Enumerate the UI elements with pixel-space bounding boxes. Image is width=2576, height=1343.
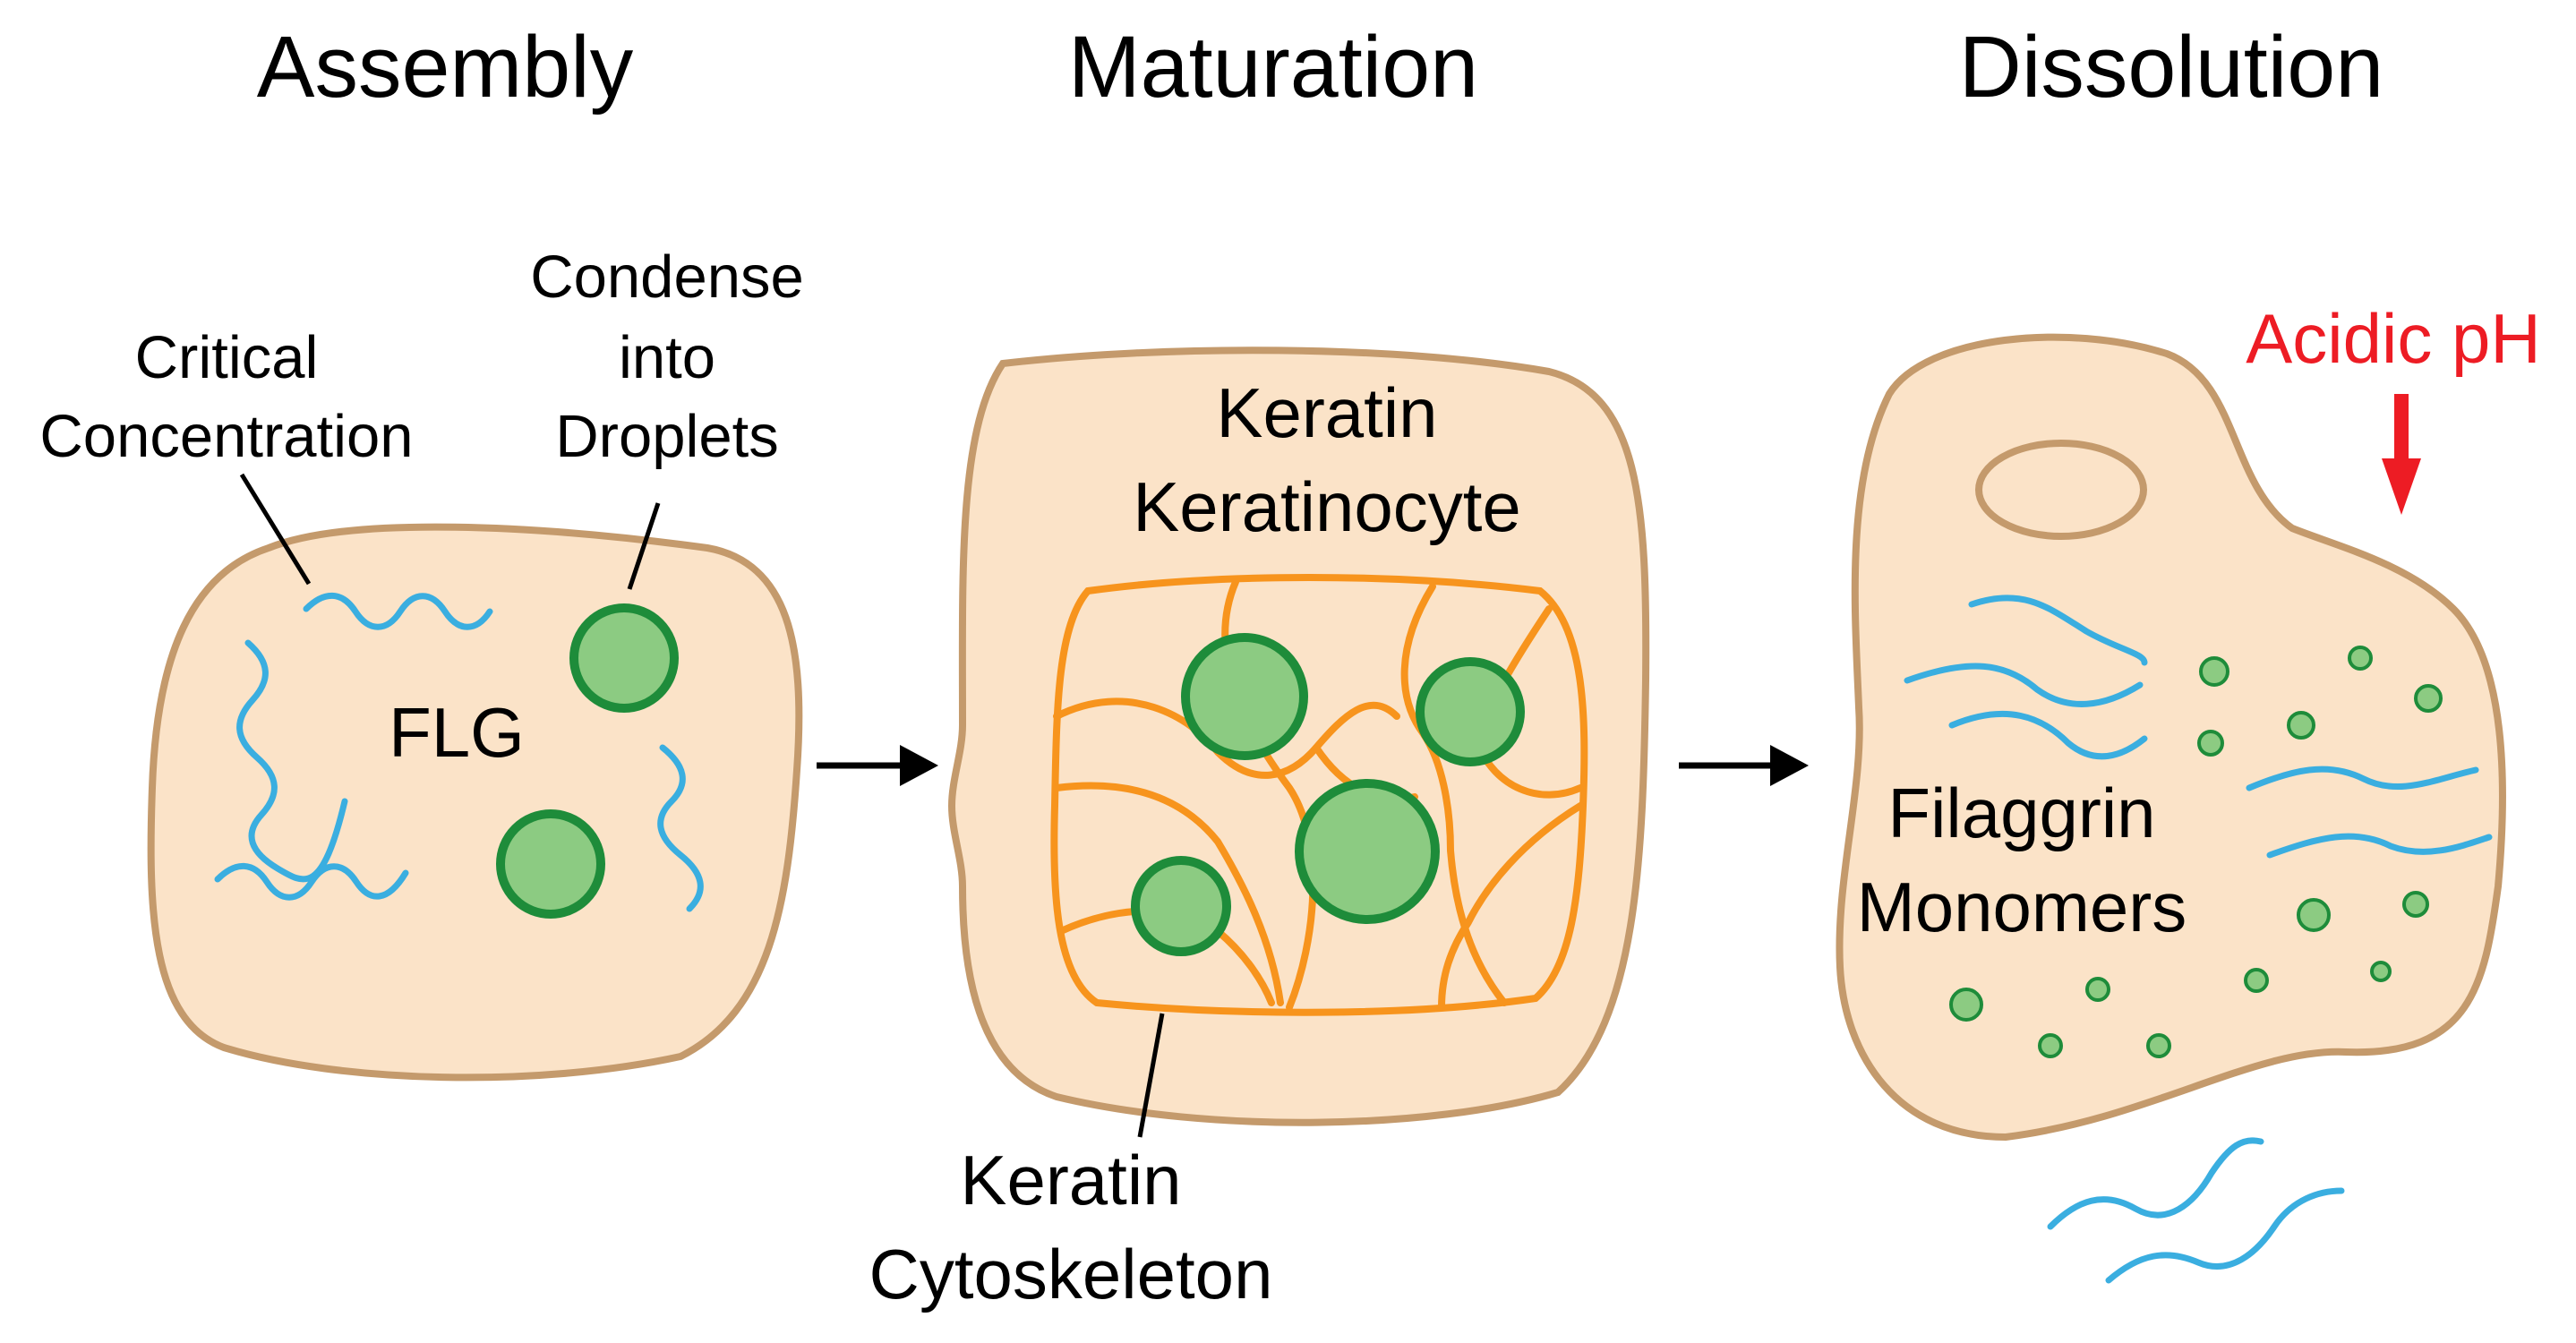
filaggrin-monomer-dot	[2402, 891, 2429, 918]
filaggrin-droplet	[1295, 779, 1440, 924]
critical-concentration-leader	[239, 473, 312, 586]
filaggrin-monomers-label: Filaggrin	[1887, 774, 2155, 852]
condense-into-droplets-label: into	[619, 324, 715, 391]
filaggrin-monomer-dot	[2197, 730, 2224, 757]
filaggrin-monomer-strand	[2246, 766, 2479, 791]
filaggrin-droplet	[1181, 633, 1308, 760]
filaggrin-droplet	[569, 603, 679, 713]
keratin-keratinocyte-label: Keratin	[1216, 373, 1437, 452]
filaggrin-strand	[236, 639, 348, 883]
filaggrin-monomer-strand	[1904, 663, 2144, 707]
filaggrin-strand	[657, 744, 704, 912]
stage-arrow	[817, 745, 938, 786]
filaggrin-monomer-dot	[2370, 961, 2392, 982]
filaggrin-strand	[214, 862, 409, 901]
critical-concentration-label: Critical	[135, 324, 319, 391]
filaggrin-strand	[303, 592, 493, 630]
stage-title-assembly: Assembly	[257, 18, 634, 115]
filaggrin-droplet	[1416, 657, 1525, 766]
keratin-filament	[1438, 802, 1584, 1011]
condense-into-droplets-label: Droplets	[555, 403, 778, 470]
filaggrin-monomer-strand	[1968, 595, 2148, 666]
filaggrin-monomer-dot	[1949, 988, 1983, 1022]
acidic-ph-label: Acidic pH	[2246, 299, 2540, 378]
stage-title-dissolution: Dissolution	[1959, 18, 2383, 115]
filaggrin-monomer-dot	[2146, 1033, 2171, 1058]
assembly-cell	[147, 523, 803, 1082]
keratin-cytoskeleton-leader	[1137, 1013, 1165, 1138]
assembly-stage: FLG Critical Concentration Condense into…	[39, 244, 804, 1082]
filaggrin-monomer-dot	[2085, 977, 2110, 1002]
filaggrin-monomer-dot	[2244, 968, 2269, 993]
acidic-ph-arrow	[2382, 394, 2421, 515]
released-monomer-strand	[2105, 1187, 2345, 1284]
keratin-cytoskeleton-label: Cytoskeleton	[869, 1235, 1273, 1313]
critical-concentration-label: Concentration	[39, 403, 413, 470]
filaggrin-monomer-dot	[2287, 711, 2315, 740]
released-monomer-strand	[2047, 1137, 2264, 1230]
keratin-filament	[1400, 583, 1508, 1006]
keratin-filament	[1053, 782, 1284, 1006]
filaggrin-monomer-dot	[2348, 646, 2373, 671]
filaggrin-monomers-label: Monomers	[1857, 868, 2187, 946]
nucleus-remnant	[1975, 440, 2147, 540]
dissolving-cell	[1836, 333, 2506, 1142]
keratin-filament	[1053, 697, 1400, 779]
keratin-network-outline	[1050, 574, 1588, 1016]
filaggrin-monomer-dot	[2199, 656, 2229, 687]
flg-label: FLG	[389, 693, 525, 772]
filaggrin-monomer-dot	[2038, 1033, 2063, 1058]
stage-arrow	[1679, 745, 1809, 786]
condense-into-droplets-leader	[627, 502, 661, 590]
keratinocyte-cell	[947, 346, 1650, 1126]
filaggrin-monomer-strand	[1948, 710, 2148, 760]
dissolution-stage: Acidic pH Filaggrin Monomers	[1836, 299, 2541, 1284]
filaggrin-monomer-dot	[2414, 684, 2443, 713]
filaggrin-droplet	[1131, 856, 1231, 956]
condense-into-droplets-label: Condense	[530, 244, 803, 311]
keratin-keratinocyte-label: Keratinocyte	[1133, 467, 1521, 546]
filaggrin-monomer-dot	[2297, 898, 2331, 932]
filaggrin-monomer-strand	[2266, 833, 2493, 859]
filaggrin-droplet	[496, 809, 605, 919]
stage-title-maturation: Maturation	[1068, 18, 1478, 115]
keratin-cytoskeleton-label: Keratin	[960, 1141, 1181, 1219]
maturation-stage: Keratin Keratinocyte Keratin Cytoskeleto…	[869, 346, 1650, 1313]
